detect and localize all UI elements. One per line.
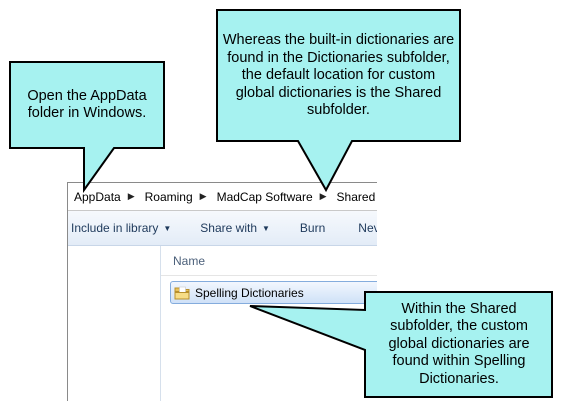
column-divider — [161, 275, 377, 276]
name-column-header[interactable]: Name — [173, 254, 206, 268]
file-name: Spelling Dictionaries — [195, 285, 304, 300]
include-in-library-button[interactable]: Include in library ▼ — [68, 221, 171, 235]
new-folder-button[interactable]: Nev — [358, 221, 377, 235]
burn-button[interactable]: Burn — [299, 221, 326, 235]
chevron-right-icon[interactable]: ▶ — [319, 191, 327, 201]
caret-down-icon: ▼ — [163, 223, 172, 233]
chevron-right-icon[interactable]: ▶ — [127, 191, 135, 201]
breadcrumb-roaming[interactable]: Roaming — [144, 189, 193, 204]
command-toolbar: Include in library ▼ Share with ▼ Burn N… — [68, 211, 377, 246]
include-in-library-label: Include in library — [71, 221, 159, 235]
chevron-right-icon[interactable]: ▶ — [199, 191, 207, 201]
explorer-window: AppData ▶ Roaming ▶ MadCap Software ▶ Sh… — [67, 182, 377, 401]
list-item[interactable]: Spelling Dictionaries — [170, 281, 377, 304]
callout-shared-text: Whereas the built-in dictionaries are fo… — [222, 32, 455, 119]
callout-spelling-text: Within the Shared subfolder, the custom … — [388, 300, 530, 387]
content-area: Name Spelling Dictionaries — [68, 246, 377, 401]
address-breadcrumb[interactable]: AppData ▶ Roaming ▶ MadCap Software ▶ Sh… — [68, 183, 377, 211]
navigation-pane — [68, 246, 161, 401]
callout-appdata-text: Open the AppData folder in Windows. — [27, 87, 147, 122]
breadcrumb-appdata[interactable]: AppData — [74, 189, 121, 204]
breadcrumb-shared[interactable]: Shared — [336, 189, 376, 204]
share-with-label: Share with — [200, 221, 257, 235]
share-with-button[interactable]: Share with ▼ — [197, 221, 270, 235]
caret-down-icon: ▼ — [262, 223, 270, 233]
folder-icon — [174, 286, 190, 299]
breadcrumb-madcap-software[interactable]: MadCap Software — [216, 189, 313, 204]
